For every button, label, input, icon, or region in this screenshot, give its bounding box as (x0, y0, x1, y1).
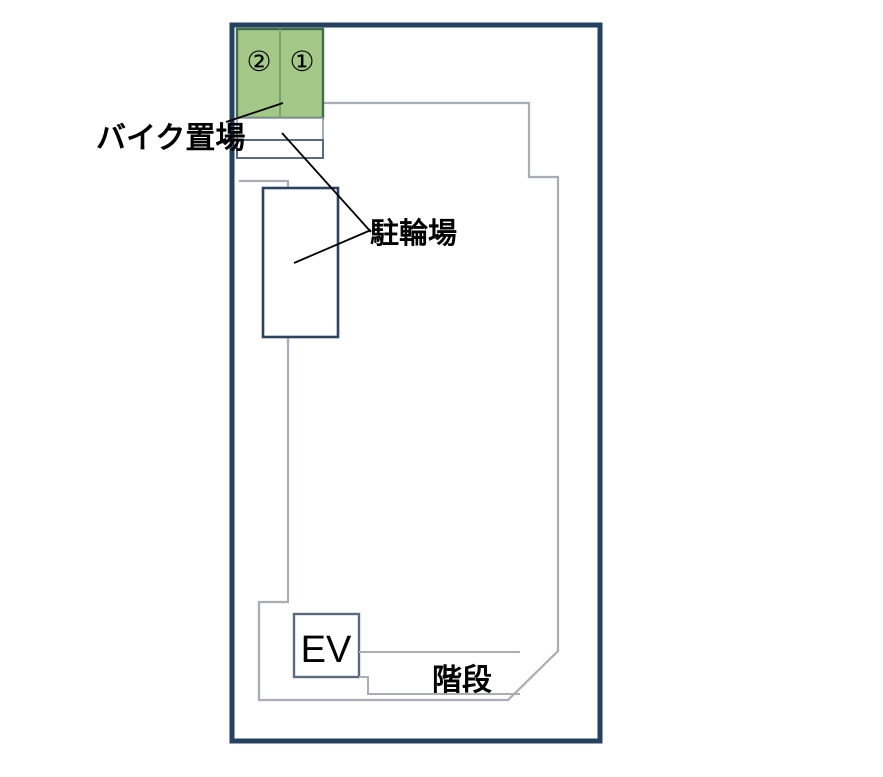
elevator-rect (292, 612, 361, 679)
motorcycle-stall-number-1: ① (289, 45, 314, 78)
outer-building-wall (229, 22, 603, 744)
leader-line-bicycle-parking-upper (281, 132, 372, 233)
bike-entry-rows (236, 117, 324, 159)
stairs-label: 階段 (432, 663, 492, 698)
elevator-label: EV (301, 629, 352, 671)
stairs-area: 階段 (359, 651, 520, 698)
bicycle-parking-label: 駐輪場 (370, 216, 457, 250)
bicycle-parking-rect[interactable] (261, 186, 340, 339)
motorcycle-stall-number-2: ② (246, 45, 271, 78)
bike-entry-row-upper (236, 117, 324, 141)
elevator-box[interactable]: EV (292, 612, 361, 679)
inner-floor-outline (239, 101, 560, 702)
leader-line-motorcycle-parking (225, 102, 284, 123)
bike-entry-row-lower (236, 139, 324, 159)
leader-line-bicycle-parking-lower (293, 229, 372, 264)
stairs-line-lower (359, 676, 520, 695)
motorcycle-parking-label: バイク置場 (96, 121, 245, 156)
